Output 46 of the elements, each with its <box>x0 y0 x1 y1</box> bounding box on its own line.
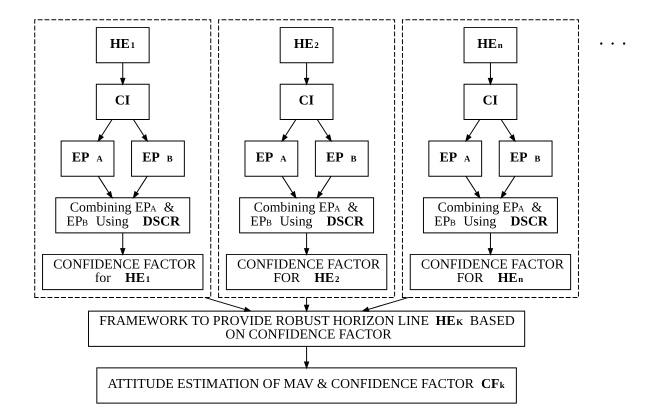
arrow <box>304 296 310 313</box>
arrow <box>316 119 332 142</box>
node-box: HEn <box>464 27 518 64</box>
node-box: CONFIDENCE FACTOR FOR HE2 <box>226 254 388 290</box>
arrow <box>304 62 310 86</box>
arrow <box>133 119 148 142</box>
arrow <box>120 232 126 256</box>
arrow <box>500 176 516 199</box>
cluster <box>402 19 579 298</box>
arrow <box>281 119 296 142</box>
node-box: EP B <box>131 140 185 177</box>
arrow <box>97 119 112 142</box>
node-box: Combining EPA & EPB Using DSCR <box>55 197 190 234</box>
node-box: CI <box>96 84 150 120</box>
node-box: Combining EPA & EPB Using DSCR <box>422 197 558 234</box>
node-box: Combining EPA & EPB Using DSCR <box>239 197 374 234</box>
node-box: CI <box>464 84 518 120</box>
node-box: HE2 <box>280 27 334 64</box>
node-box: EP B <box>314 140 369 177</box>
arrow <box>500 119 516 142</box>
arrow <box>488 232 494 256</box>
node-box: FRAMEWORK TO PROVIDE ROBUST HORIZON LINE HEK BASED ON CONFIDENCE FACTOR <box>88 310 526 347</box>
node-box: CONFIDENCE FACTOR FOR HEn <box>410 254 572 290</box>
arrow <box>466 176 481 199</box>
arrow <box>304 232 310 256</box>
node-box: ATTITUDE ESTIMATION OF MAV & CONFIDENCE FACTOR CFk <box>96 367 517 404</box>
node-box: EP A <box>244 140 298 177</box>
arrow <box>304 346 310 370</box>
cluster <box>218 19 396 298</box>
arrow <box>204 296 252 312</box>
node-box: HE1 <box>96 27 150 64</box>
node-box: EP A <box>428 140 482 177</box>
arrow <box>120 62 126 86</box>
arrow <box>316 176 332 199</box>
arrow <box>132 176 148 199</box>
arrow <box>488 62 494 86</box>
node-box: EP A <box>60 140 114 177</box>
arrow <box>465 119 480 142</box>
node-box: EP B <box>498 140 553 177</box>
node-box: CI <box>280 84 334 120</box>
node-box: CONFIDENCE FACTOR for HE1 <box>42 254 204 290</box>
label: · · · <box>598 34 628 56</box>
arrow <box>282 176 297 199</box>
cluster <box>34 19 212 298</box>
arrow <box>98 176 113 199</box>
arrow <box>361 296 409 312</box>
